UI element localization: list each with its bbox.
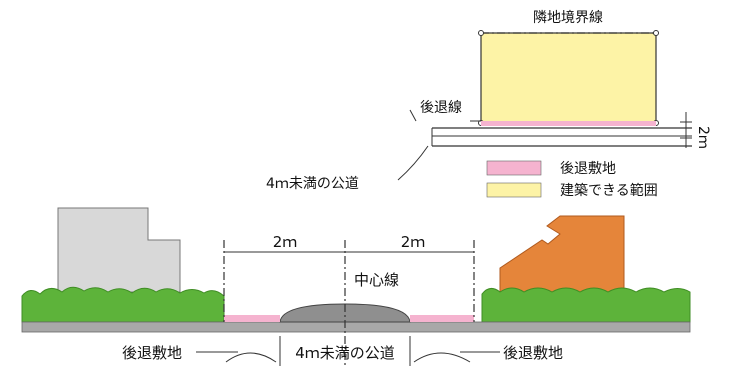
legend-buildable-label: 建築できる範囲 [560,182,658,199]
section-view: 2ｍ 2ｍ 中心線 4ｍ未満の公道 後退敷地 後退敷地 [21,207,691,366]
dim-2m-vertical-label: 2ｍ [695,126,711,149]
orange-house [499,215,625,293]
legend-buildable-swatch [486,182,542,198]
center-line-label: 中心線 [354,271,399,289]
setback-line-label: 後退線 [420,100,462,116]
grass-right [481,287,691,323]
setback-strip-right [410,315,474,322]
corner-marker [653,30,659,36]
road-top-label: 4ｍ未満の公道 [266,176,359,192]
setback-right-label: 後退敷地 [503,344,563,362]
gray-house [57,207,181,293]
setback-arc-right [413,352,471,363]
road-bottom-label: 4ｍ未満の公道 [295,344,395,362]
legend-setback-swatch [486,160,542,176]
legend-setback-label: 後退敷地 [560,161,616,177]
plan-view: 隣地境界線 後退線 2ｍ 4ｍ未満の公道 [266,10,711,192]
setback-arc-left [225,352,277,363]
legend: 後退敷地 建築できる範囲 [486,160,658,199]
setback-tick [409,109,417,122]
boundary-line-label: 隣地境界線 [533,10,603,26]
setback-left-label: 後退敷地 [122,344,182,362]
width-left-label: 2ｍ [273,233,298,251]
grass-left [21,286,225,323]
corner-marker [478,30,484,36]
road-top-leader [397,145,429,181]
ground-strip [21,321,691,333]
buildable-area [480,32,657,124]
width-right-label: 2ｍ [401,233,426,251]
setback-strip-plan [481,121,656,126]
setback-strip-left [224,315,280,322]
